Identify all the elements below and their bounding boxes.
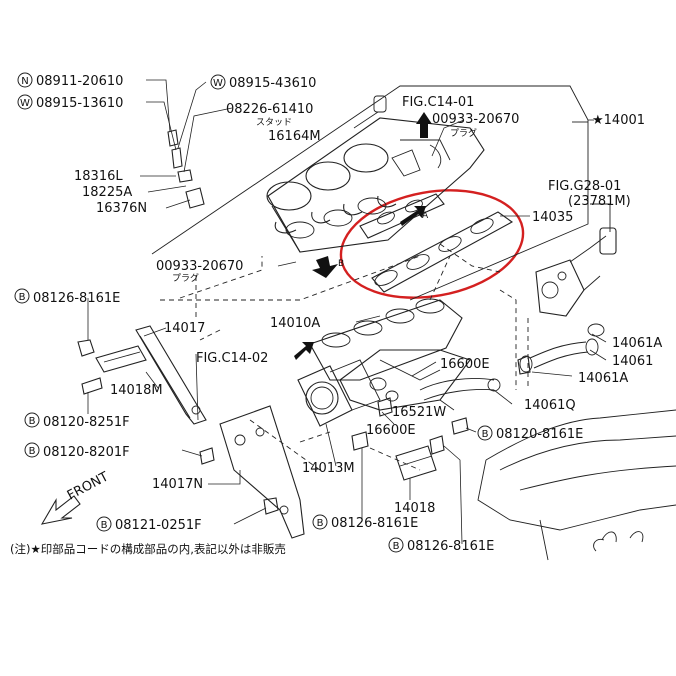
label-08120-8161e: 08120-8161E — [496, 427, 583, 442]
svg-text:B: B — [19, 292, 26, 303]
label-08126-8161e-mid: 08126-8161E — [331, 516, 418, 531]
label-plug-left: プラグ — [172, 272, 199, 284]
label-arrow-b: B — [338, 259, 344, 269]
svg-text:W: W — [213, 78, 223, 89]
label-14017n: 14017N — [152, 477, 203, 492]
label-plug-top: プラグ — [450, 127, 477, 139]
label-14035: 14035 — [532, 210, 573, 225]
label-08911-20610: 08911-20610 — [36, 74, 123, 89]
bracket-14018 — [395, 445, 437, 481]
label-16521w: 16521W — [392, 405, 446, 420]
label-14013m: 14013M — [302, 461, 355, 476]
badge-b-08120-8201f: B — [24, 442, 40, 458]
bracket-14017n — [219, 405, 305, 539]
label-16600e-top: 16600E — [440, 357, 490, 372]
label-23781m: (23781M) — [568, 194, 631, 209]
svg-text:B: B — [393, 541, 400, 552]
label-08126-8161e-bot: 08126-8161E — [407, 539, 494, 554]
label-14061q: 14061Q — [524, 398, 576, 413]
svg-text:B: B — [29, 416, 36, 427]
highlight-circle — [339, 189, 525, 299]
label-fig-g28-01: FIG.G28-01 — [548, 179, 621, 194]
label-14017: 14017 — [164, 321, 205, 336]
badge-w-08915-43610: W — [210, 74, 226, 90]
label-14018: 14018 — [394, 501, 435, 516]
label-18316l: 18316L — [74, 169, 123, 184]
badge-b-08120-8161e: B — [477, 425, 493, 441]
badge-b-08121: B — [96, 516, 112, 532]
throttle-chamber — [297, 359, 381, 427]
svg-text:B: B — [29, 446, 36, 457]
label-08915-13610: 08915-13610 — [36, 96, 123, 111]
leader-lines — [87, 79, 607, 545]
svg-text:N: N — [21, 76, 28, 87]
label-14001: ★14001 — [592, 113, 645, 128]
svg-text:W: W — [20, 98, 30, 109]
assembly-frame — [151, 85, 611, 301]
label-14061a-bot: 14061A — [578, 371, 628, 386]
svg-text:B: B — [101, 520, 108, 531]
throttle-sensor-assembly — [535, 227, 617, 317]
label-arrow-a: A — [422, 211, 429, 221]
badge-n-08911: N — [17, 72, 33, 88]
label-18225a: 18225A — [82, 185, 132, 200]
label-fig-c14-01: FIG.C14-01 — [402, 95, 474, 110]
label-16164m: 16164M — [268, 129, 321, 144]
label-08915-43610: 08915-43610 — [229, 76, 316, 91]
label-08226-61410: 08226-61410 — [226, 102, 313, 117]
bracket-14018m — [95, 345, 147, 373]
label-14061: 14061 — [612, 354, 653, 369]
intake-collector — [266, 95, 485, 253]
badge-b-08126-top: B — [14, 288, 30, 304]
badge-b-08126-mid: B — [312, 514, 328, 530]
label-stud: スタッド — [256, 117, 292, 128]
label-front: FRONT — [65, 469, 111, 503]
front-arrow-icon — [40, 495, 81, 525]
label-14018m: 14018M — [110, 383, 163, 398]
label-16376n: 16376N — [96, 201, 147, 216]
label-08121-0251f: 08121-0251F — [115, 518, 202, 533]
badge-b-08126-bot: B — [388, 537, 404, 553]
label-14061a-top: 14061A — [612, 336, 662, 351]
label-16600e-bot: 16600E — [366, 423, 416, 438]
svg-text:B: B — [482, 429, 489, 440]
label-08120-8201f: 08120-8201F — [43, 445, 130, 460]
bracket-14017 — [135, 325, 207, 425]
label-14010a: 14010A — [270, 316, 320, 331]
label-08126-8161e-top: 08126-8161E — [33, 291, 120, 306]
gasket-14035 — [359, 193, 514, 293]
badge-w-08915-13610: W — [17, 94, 33, 110]
svg-text:B: B — [317, 518, 324, 529]
badge-b-08120-8251f: B — [24, 412, 40, 428]
water-hose-14061 — [519, 323, 605, 373]
label-00933-20670-left: 00933-20670 — [156, 259, 243, 274]
label-00933-20670-top: 00933-20670 — [432, 112, 519, 127]
label-08120-8251f: 08120-8251F — [43, 415, 130, 430]
engine-block-outline — [477, 409, 676, 561]
footnote: (注)★印部品コードの構成部品の内,表記以外は非販売 — [10, 542, 286, 556]
intake-manifold-lower — [309, 298, 501, 411]
reference-lines — [160, 243, 529, 471]
bolts — [77, 129, 531, 515]
assembly-arrows — [294, 112, 432, 360]
label-fig-c14-02: FIG.C14-02 — [196, 351, 268, 366]
